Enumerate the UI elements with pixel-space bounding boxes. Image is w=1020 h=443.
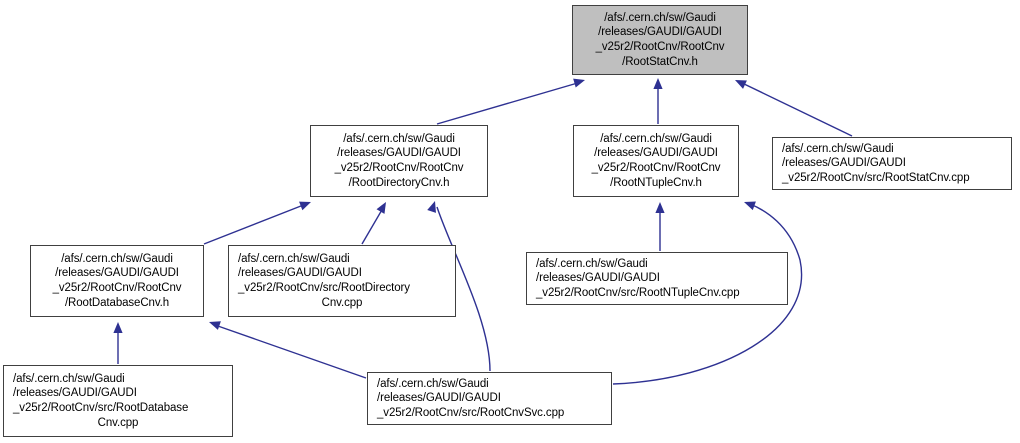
node-label-line: _v25r2/RootCnv/RootCnv xyxy=(595,41,725,53)
node-label-line: /afs/.cern.ch/sw/Gaudi xyxy=(343,132,455,145)
arrow-head xyxy=(655,202,665,213)
node-rootcnvsvc-cpp[interactable]: /afs/.cern.ch/sw/Gaudi/releases/GAUDI/GA… xyxy=(367,372,612,425)
node-rootdirectorycnv-cpp[interactable]: /afs/.cern.ch/sw/Gaudi/releases/GAUDI/GA… xyxy=(228,245,456,317)
edge-rootntuplecnv-cpp-to-rootntuplecnv-h xyxy=(655,202,665,251)
arrow-head xyxy=(113,322,123,333)
node-label-line: _v25r2/RootCnv/src/RootNTupleCnv.cpp xyxy=(536,286,740,299)
node-label-line: /RootNTupleCnv.h xyxy=(610,176,702,189)
node-label-line: /afs/.cern.ch/sw/Gaudi xyxy=(61,252,173,265)
arrow-head xyxy=(744,201,756,211)
edge-rootntuplecnv-h-to-rootstatcnv-h xyxy=(653,78,663,124)
node-rootdatabasecnv-h[interactable]: /afs/.cern.ch/sw/Gaudi/releases/GAUDI/GA… xyxy=(30,245,204,317)
node-label-line: /RootDatabaseCnv.h xyxy=(64,296,170,309)
node-label-line: /releases/GAUDI/GAUDI xyxy=(238,267,362,280)
node-label-line: /releases/GAUDI/GAUDI xyxy=(782,157,906,170)
edge-rootdirectorycnv-h-to-rootstatcnv-h xyxy=(436,78,585,125)
node-label-line: Cnv.cpp xyxy=(97,416,139,429)
node-label-line: /releases/GAUDI/GAUDI xyxy=(594,147,718,160)
node-label-line: /releases/GAUDI/GAUDI xyxy=(337,147,461,160)
edge-rootdirectorycnv-cpp-to-rootdirectorycnv-h xyxy=(361,202,386,245)
node-label-line: _v25r2/RootCnv/RootCnv xyxy=(334,162,464,174)
node-label-line: /releases/GAUDI/GAUDI xyxy=(55,267,179,280)
node-label-line: /afs/.cern.ch/sw/Gaudi xyxy=(782,142,894,155)
node-label-line: /afs/.cern.ch/sw/Gaudi xyxy=(377,377,489,390)
node-label-line: _v25r2/RootCnv/src/RootDirectory xyxy=(238,282,410,294)
edge-rootdatabasecnv-h-to-rootdirectorycnv-h xyxy=(203,201,311,245)
arrow-head xyxy=(427,201,436,213)
arrow-head xyxy=(573,78,585,88)
node-label-line: _v25r2/RootCnv/src/RootDatabase xyxy=(13,402,189,414)
node-rootdirectorycnv-h[interactable]: /afs/.cern.ch/sw/Gaudi/releases/GAUDI/GA… xyxy=(310,125,488,197)
arrow-head xyxy=(735,80,747,89)
node-label-line: /afs/.cern.ch/sw/Gaudi xyxy=(600,132,712,145)
arrow-head xyxy=(376,202,386,214)
node-rootntuplecnv-cpp[interactable]: /afs/.cern.ch/sw/Gaudi/releases/GAUDI/GA… xyxy=(526,252,788,305)
node-label-line: /afs/.cern.ch/sw/Gaudi xyxy=(536,257,648,270)
node-rootdatabasecnv-cpp[interactable]: /afs/.cern.ch/sw/Gaudi/releases/GAUDI/GA… xyxy=(3,365,233,437)
node-label-line: /RootDirectoryCnv.h xyxy=(348,176,450,189)
arrow-head xyxy=(299,201,311,211)
node-rootntuplecnv-h[interactable]: /afs/.cern.ch/sw/Gaudi/releases/GAUDI/GA… xyxy=(573,125,739,197)
node-label-line: _v25r2/RootCnv/src/RootCnvSvc.cpp xyxy=(377,406,565,419)
node-rootstatcnv-h[interactable]: /afs/.cern.ch/sw/Gaudi/releases/GAUDI/GA… xyxy=(572,5,748,75)
node-label-line: /afs/.cern.ch/sw/Gaudi xyxy=(238,252,350,265)
node-label-line: _v25r2/RootCnv/RootCnv xyxy=(52,282,182,294)
node-label-line: /releases/GAUDI/GAUDI xyxy=(377,392,501,405)
node-label-line: /afs/.cern.ch/sw/Gaudi xyxy=(13,372,125,385)
arrow-head xyxy=(209,321,221,330)
node-label-line: _v25r2/RootCnv/RootCnv xyxy=(591,162,721,174)
edge-rootdatabasecnv-cpp-to-rootdatabasecnv-h xyxy=(113,322,123,364)
node-label-line: /afs/.cern.ch/sw/Gaudi xyxy=(604,11,716,24)
node-label-line: /releases/GAUDI/GAUDI xyxy=(536,272,660,285)
node-label-line: _v25r2/RootCnv/src/RootStatCnv.cpp xyxy=(782,171,970,184)
node-label-line: /RootStatCnv.h xyxy=(622,55,698,68)
arrow-head xyxy=(653,78,663,89)
edge-rootstatcnv-cpp-to-rootstatcnv-h xyxy=(735,80,853,137)
node-label-line: Cnv.cpp xyxy=(321,296,363,309)
node-label-line: /releases/GAUDI/GAUDI xyxy=(598,26,722,39)
node-rootstatcnv-cpp[interactable]: /afs/.cern.ch/sw/Gaudi/releases/GAUDI/GA… xyxy=(772,137,1012,190)
node-label-line: /releases/GAUDI/GAUDI xyxy=(13,387,137,400)
